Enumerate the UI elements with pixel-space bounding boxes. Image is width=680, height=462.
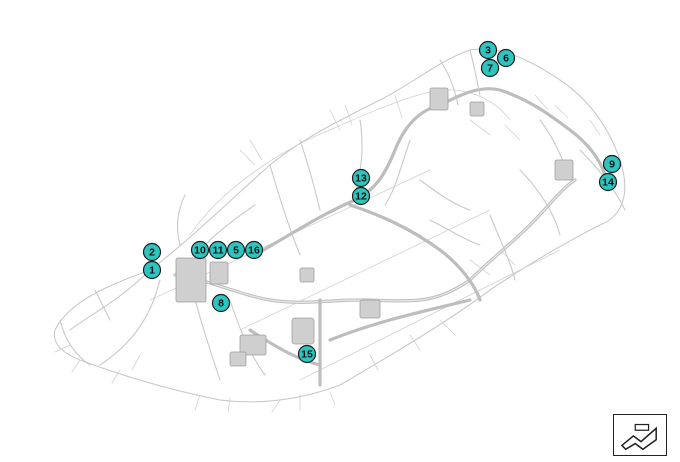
callout-label: 13 bbox=[355, 173, 367, 185]
callout-label: 12 bbox=[355, 191, 367, 203]
cross-harness bbox=[348, 203, 482, 302]
callout-circle bbox=[351, 186, 371, 206]
callout-label: 2 bbox=[149, 247, 155, 259]
callout-label: 9 bbox=[609, 159, 615, 171]
body-outline bbox=[53, 48, 626, 403]
callout-3[interactable]: 3 bbox=[478, 40, 498, 60]
harness-symbol-drawing bbox=[620, 423, 657, 451]
callout-circle bbox=[602, 154, 622, 174]
wiring-harness-symbol-icon bbox=[613, 414, 667, 456]
callout-label: 8 bbox=[218, 298, 224, 310]
callout-label: 6 bbox=[503, 53, 509, 65]
rear-harness bbox=[438, 87, 607, 177]
callout-circle bbox=[478, 40, 498, 60]
front-junction-box bbox=[175, 257, 207, 303]
callout-circle bbox=[351, 168, 371, 188]
callout-circle bbox=[142, 242, 162, 262]
central-module bbox=[291, 317, 315, 345]
trunk-highlight bbox=[174, 179, 576, 303]
callout-circle bbox=[598, 172, 618, 192]
callout-15[interactable]: 15 bbox=[297, 344, 317, 364]
callout-label: 1 bbox=[149, 265, 155, 277]
callout-circle bbox=[142, 260, 162, 280]
callout-label: 15 bbox=[301, 349, 313, 361]
callout-label: 14 bbox=[602, 177, 614, 189]
callout-8[interactable]: 8 bbox=[211, 293, 231, 313]
callout-16[interactable]: 16 bbox=[244, 240, 264, 260]
tunnel-harness bbox=[253, 103, 442, 257]
callout-label: 16 bbox=[248, 245, 260, 257]
callout-7[interactable]: 7 bbox=[480, 58, 500, 78]
callout-circle bbox=[480, 58, 500, 78]
callout-14[interactable]: 14 bbox=[598, 172, 618, 192]
callout-11[interactable]: 11 bbox=[208, 240, 228, 260]
callout-circle bbox=[211, 293, 231, 313]
secondary-wires bbox=[54, 49, 626, 413]
callout-circle bbox=[297, 344, 317, 364]
callout-label: 10 bbox=[194, 245, 206, 257]
callout-label: 3 bbox=[485, 45, 491, 57]
callout-9[interactable]: 9 bbox=[602, 154, 622, 174]
callout-circle bbox=[244, 240, 264, 260]
roof-outline bbox=[189, 89, 511, 236]
callout-circle bbox=[496, 48, 516, 68]
callout-label: 7 bbox=[487, 63, 493, 75]
callout-12[interactable]: 12 bbox=[351, 186, 371, 206]
callout-circle bbox=[226, 240, 246, 260]
callout-circle bbox=[190, 240, 210, 260]
callout-circle bbox=[208, 240, 228, 260]
callout-label: 11 bbox=[212, 245, 223, 257]
callout-2[interactable]: 2 bbox=[142, 242, 162, 262]
callout-label: 5 bbox=[233, 245, 239, 257]
callout-6[interactable]: 6 bbox=[496, 48, 516, 68]
callout-5[interactable]: 5 bbox=[226, 240, 246, 260]
connector-blocks bbox=[175, 87, 574, 367]
callout-1[interactable]: 1 bbox=[142, 260, 162, 280]
callout-13[interactable]: 13 bbox=[351, 168, 371, 188]
callout-10[interactable]: 10 bbox=[190, 240, 210, 260]
